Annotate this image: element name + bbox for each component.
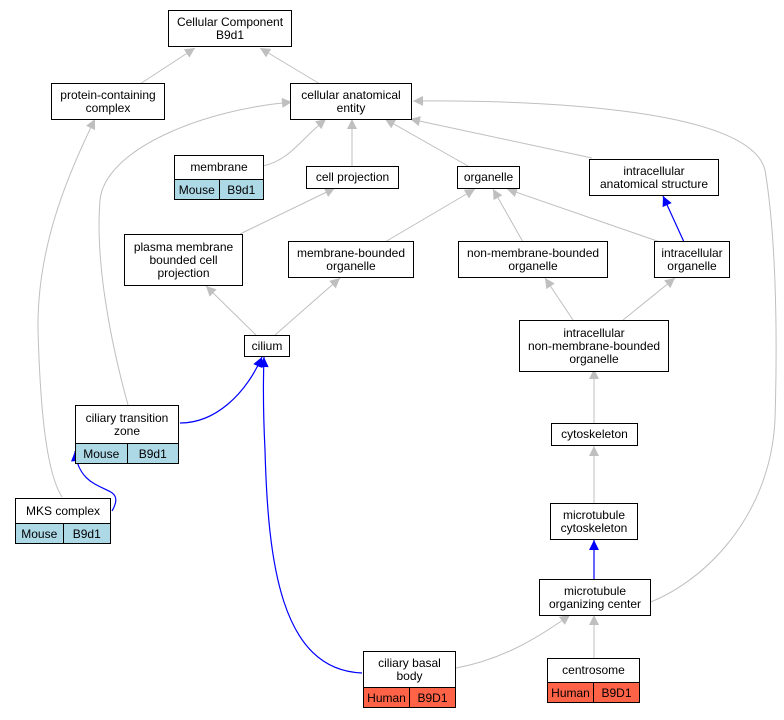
node-label: ciliary basal body: [378, 655, 441, 683]
species-badge: Human: [367, 690, 406, 705]
node-label: cellular anatomical entity: [301, 87, 401, 115]
node-centrosome[interactable]: centrosome Human B9D1: [547, 658, 640, 703]
edge-basal-body-to-cilium: [258, 356, 363, 674]
node-intracellular-non-membrane-bounded-organelle[interactable]: intracellular non-membrane-bounded organ…: [519, 320, 669, 372]
edge-mks-complex-to-protein-complex: [37, 118, 96, 498]
node-label: plasma membrane bounded cell projection: [133, 239, 234, 280]
edge-intracellular-structure-to-cellular-entity: [409, 116, 593, 159]
node-label: centrosome: [562, 663, 625, 677]
edge-transition-zone-to-cellular-entity: [98, 97, 293, 406]
node-membrane[interactable]: membrane Mouse B9d1: [174, 155, 264, 200]
edge-nmb-organelle-to-organelle: [492, 188, 524, 243]
node-protein-containing-complex[interactable]: protein-containing complex: [51, 83, 165, 120]
node-label: non-membrane-bounded organelle: [466, 245, 600, 273]
node-label: ciliary transition zone: [85, 410, 169, 438]
node-cellular-component-root[interactable]: Cellular Component B9d1: [168, 10, 292, 47]
edge-mtoc-to-cellular-entity: [412, 95, 777, 605]
node-label: membrane: [190, 160, 248, 174]
species-badge: Mouse: [83, 446, 120, 461]
edge-inmb-to-nmb-organelle: [544, 277, 574, 321]
node-label: organelle: [463, 170, 514, 184]
edge-cilium-to-pm-projection: [205, 285, 257, 336]
gene-badge: B9D1: [409, 688, 455, 707]
node-label: cell projection: [315, 170, 390, 184]
edge-cellular-entity-to-root: [259, 47, 321, 85]
node-microtubule-organizing-center[interactable]: microtubule organizing center: [539, 579, 651, 616]
node-label: cytoskeleton: [561, 427, 628, 441]
gene-badge: B9d1: [126, 444, 179, 463]
gene-badge: B9d1: [218, 180, 264, 199]
node-label: intracellular anatomical structure: [599, 163, 709, 191]
node-label: MKS complex: [25, 503, 101, 518]
edge-cilium-to-mb-organelle: [274, 277, 341, 336]
node-non-membrane-bounded-organelle[interactable]: non-membrane-bounded organelle: [458, 241, 608, 278]
node-intracellular-anatomical-structure[interactable]: intracellular anatomical structure: [589, 159, 719, 196]
node-cellular-anatomical-entity[interactable]: cellular anatomical entity: [290, 83, 412, 120]
edge-membrane-to-cellular-entity: [262, 118, 327, 167]
node-label: intracellular non-membrane-bounded organ…: [527, 325, 661, 366]
node-cilium[interactable]: cilium: [244, 335, 290, 357]
edge-mks-complex-to-transition-zone: [71, 450, 117, 512]
node-label: protein-containing complex: [60, 87, 156, 115]
node-intracellular-organelle[interactable]: intracellular organelle: [654, 241, 730, 278]
node-organelle[interactable]: organelle: [457, 166, 520, 189]
node-plasma-membrane-bounded-cell-projection[interactable]: plasma membrane bounded cell projection: [124, 234, 243, 286]
edge-intracellular-organelle-to-organelle: [506, 187, 661, 243]
node-label: membrane-bounded organelle: [296, 245, 406, 273]
node-label: intracellular organelle: [661, 245, 723, 273]
species-badge: Mouse: [178, 182, 215, 197]
edge-protein-complex-to-root: [139, 47, 196, 85]
node-label: microtubule cytoskeleton: [560, 507, 628, 535]
node-label: Cellular Component B9d1: [176, 14, 284, 42]
node-label: microtubule organizing center: [548, 583, 642, 611]
node-cell-projection[interactable]: cell projection: [306, 166, 399, 189]
edge-transition-zone-to-cilium: [179, 356, 263, 424]
edge-inmb-to-intracellular-organelle: [622, 277, 676, 321]
edge-intracellular-organelle-to-intracellular-structure: [662, 195, 685, 243]
node-membrane-bounded-organelle[interactable]: membrane-bounded organelle: [288, 241, 414, 278]
node-microtubule-cytoskeleton[interactable]: microtubule cytoskeleton: [550, 503, 638, 540]
node-cytoskeleton[interactable]: cytoskeleton: [551, 423, 638, 446]
edge-pm-projection-to-cell-projection: [239, 187, 336, 235]
gene-badge: B9d1: [62, 524, 111, 543]
node-ciliary-transition-zone[interactable]: ciliary transition zone Mouse B9d1: [75, 405, 179, 464]
node-mks-complex[interactable]: MKS complex Mouse B9d1: [15, 498, 111, 544]
edge-mb-organelle-to-organelle: [384, 188, 476, 243]
gene-badge: B9D1: [593, 683, 639, 702]
edge-basal-body-to-mtoc: [455, 614, 571, 669]
node-label: cilium: [251, 338, 283, 353]
species-badge: Mouse: [21, 526, 58, 541]
edge-organelle-to-cellular-entity: [384, 118, 469, 167]
species-badge: Human: [551, 685, 590, 700]
node-ciliary-basal-body[interactable]: ciliary basal body Human B9D1: [363, 651, 456, 708]
